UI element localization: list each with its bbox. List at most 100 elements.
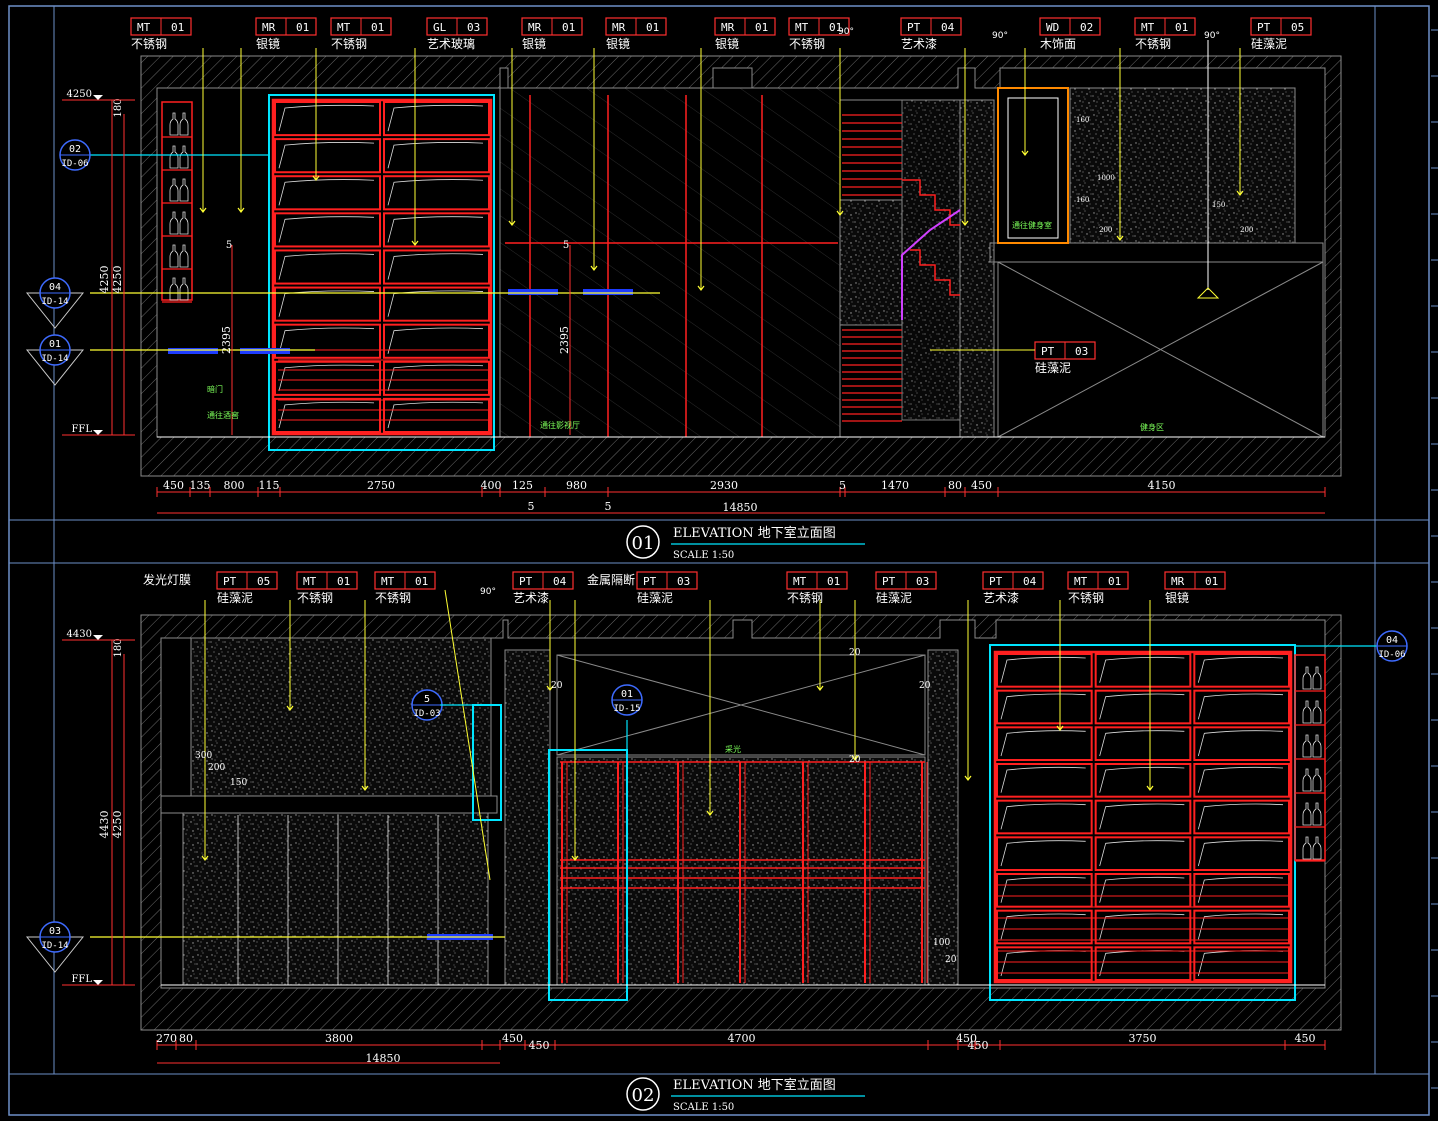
tag-description: 银镜 — [1165, 590, 1189, 605]
tag-code: MT — [381, 575, 395, 588]
dimension-total: 14850 — [723, 501, 758, 514]
leader-arrow — [286, 705, 294, 711]
bottle-curve — [278, 327, 375, 354]
level-marker — [93, 430, 103, 435]
small-dimension: 150 — [230, 778, 247, 788]
dimension-value: 450 — [956, 1032, 977, 1045]
bottle-curve — [1197, 803, 1284, 830]
bottle-curve — [1000, 803, 1086, 830]
shelf-cell — [1193, 799, 1291, 835]
door-frame — [997, 87, 1069, 244]
leader-arrow — [851, 755, 859, 761]
callout-number: 01 — [621, 689, 633, 700]
glass-outline — [548, 749, 628, 1001]
dimension-value: 2750 — [367, 479, 395, 492]
shelf-cell — [1193, 873, 1291, 908]
leader-arrow — [508, 220, 516, 226]
tag-description: 艺术漆 — [513, 591, 549, 605]
dimension-value: 5 — [839, 479, 846, 492]
tag-description: 不锈钢 — [787, 591, 823, 605]
dimension-value: 135 — [190, 479, 211, 492]
bottle-curve — [1197, 693, 1284, 720]
shelf-cell — [383, 101, 490, 137]
tag-code: MT — [793, 575, 807, 588]
lower-panel-wall — [182, 812, 489, 986]
leader-lines — [199, 48, 1244, 881]
tag-code: MT — [337, 21, 351, 34]
small-dimension: 1000 — [1097, 174, 1115, 182]
shelf-cell — [996, 909, 1093, 945]
shelf-cell — [383, 397, 490, 433]
tag-code: MR — [1171, 575, 1185, 588]
shelf-cell — [274, 360, 381, 396]
shelf-cell — [274, 323, 381, 359]
callout-sheet: ID-15 — [613, 704, 640, 714]
angle-label: 90° — [480, 587, 496, 597]
dimension-value: 800 — [224, 479, 245, 492]
shelf-frame — [993, 650, 1293, 984]
shelf-cell — [1193, 763, 1291, 798]
tag-code: PT — [882, 575, 896, 588]
glass-outline-left — [472, 704, 502, 821]
leader-arrow — [964, 775, 972, 781]
elevation-02 — [90, 614, 1380, 1031]
shelf-cell — [1094, 689, 1192, 725]
wall-section-hatch — [140, 55, 1342, 477]
bottle-curve — [1099, 730, 1185, 757]
leader-arrow — [1116, 235, 1124, 241]
shelf-cell — [996, 836, 1093, 871]
section-marker — [583, 289, 633, 295]
stair-profile — [902, 179, 960, 226]
partition-column-right — [927, 649, 959, 986]
shelf-cell — [1094, 873, 1192, 908]
callout-number: 04 — [49, 282, 61, 293]
tag-description: 艺术漆 — [983, 591, 1019, 605]
title-scale: SCALE 1:50 — [673, 550, 734, 561]
callout-sheet: ID-14 — [41, 297, 68, 307]
shelf-cell — [996, 799, 1093, 835]
tag-number: 01 — [171, 21, 184, 34]
bottle-icon — [1302, 836, 1312, 860]
shelf-cell — [383, 249, 490, 285]
title-block-column — [1431, 29, 1438, 1089]
callout-sheet: ID-06 — [1378, 650, 1405, 660]
shelf-cell — [996, 689, 1093, 725]
bottle-curve — [278, 142, 375, 169]
bottle-icon — [1312, 768, 1322, 792]
title-text: ELEVATION 地下室立面图 — [673, 1077, 836, 1093]
shelf-cell — [1193, 946, 1291, 981]
tag-number: 02 — [1080, 21, 1093, 34]
shelf-cell — [996, 873, 1093, 908]
dimension-value: 450 — [1295, 1032, 1316, 1045]
bottle-icon — [1312, 802, 1322, 826]
bottle-curve — [387, 179, 484, 206]
tag-number: 04 — [1023, 575, 1037, 588]
tag-code: MT — [795, 21, 809, 34]
bottle-icon — [179, 145, 189, 169]
level-marker — [93, 635, 103, 640]
tag-description: 不锈钢 — [789, 37, 825, 51]
callout-number: 02 — [69, 144, 81, 155]
mirror-joints — [505, 95, 838, 437]
tag-description: 银镜 — [256, 36, 280, 51]
dimension-value: 5 — [605, 500, 612, 513]
metal-partition-grid — [560, 761, 928, 983]
leader-arrow — [312, 175, 320, 181]
shelf-cell — [274, 175, 381, 211]
tag-code: MR — [721, 21, 735, 34]
section-callouts: 02ID-0604ID-1401ID-1404ID-065ID-0301ID-1… — [25, 139, 1408, 973]
tag-description: 不锈钢 — [131, 37, 167, 51]
dimension-value: 80 — [179, 1032, 193, 1045]
light-film-label: 发光灯膜 — [143, 572, 191, 587]
